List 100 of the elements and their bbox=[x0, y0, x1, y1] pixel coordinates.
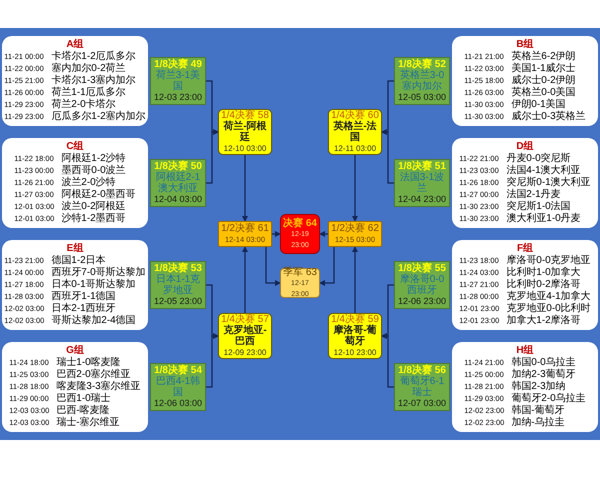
round-title: 1/2决赛 62 bbox=[331, 223, 379, 234]
match-result: 喀麦隆3-3塞尔维亚 bbox=[56, 381, 141, 392]
group-card bbox=[452, 342, 598, 432]
match-score: 日本1-1克罗地亚 bbox=[154, 274, 202, 296]
match-score: 摩洛哥0-0西班牙 bbox=[398, 274, 446, 296]
group-card bbox=[452, 138, 598, 228]
match-result: 克罗地亚4-1加拿大 bbox=[506, 291, 591, 302]
match-date: 12-10 23:00 bbox=[334, 347, 376, 358]
match-score: 葡萄牙6-1瑞士 bbox=[398, 376, 446, 398]
match-date: 12-06 03:00 bbox=[154, 398, 202, 409]
match-result: 日本2-1西班牙 bbox=[51, 303, 116, 314]
arrow bbox=[319, 247, 335, 286]
group-heading: F组 bbox=[516, 243, 534, 254]
match-score: 克罗地亚-巴西 bbox=[222, 325, 268, 347]
match-result: 卡塔尔1-2厄瓜多尔 bbox=[51, 51, 136, 62]
match-box bbox=[150, 159, 206, 207]
match-result: 突尼斯1-0法国 bbox=[506, 201, 571, 212]
match-score: 英格兰3-0塞内加尔 bbox=[398, 70, 446, 92]
group-heading: B组 bbox=[516, 39, 534, 50]
round-title: 1/4决赛 57 bbox=[221, 314, 269, 325]
match-result: 厄瓜多尔1-2塞内加尔 bbox=[51, 111, 146, 123]
group-heading: G组 bbox=[66, 345, 84, 356]
match-result: 突尼斯0-1澳大利亚 bbox=[506, 177, 591, 188]
match-box bbox=[328, 221, 382, 247]
arrow bbox=[319, 231, 328, 237]
match-score: 英格兰-法国 bbox=[332, 121, 378, 143]
arrow bbox=[381, 333, 394, 388]
match-result: 摩洛哥0-0克罗地亚 bbox=[506, 255, 591, 266]
group-card bbox=[2, 240, 148, 330]
round-title: 1/4决赛 60 bbox=[331, 110, 379, 121]
match-result: 比利时0-2摩洛哥 bbox=[506, 279, 581, 290]
arrow bbox=[242, 246, 248, 313]
match-result: 波兰0-2阿根廷 bbox=[61, 201, 126, 212]
match-date: 12-11 03:00 bbox=[334, 143, 376, 154]
match-result: 西班牙7-0哥斯达黎加 bbox=[51, 267, 146, 278]
final-box bbox=[280, 214, 320, 254]
match-result: 法国4-1澳大利亚 bbox=[506, 165, 581, 176]
match-result: 威尔士0-2伊朗 bbox=[511, 75, 576, 86]
match-date: 12-05 23:00 bbox=[154, 296, 202, 307]
match-result: 威尔士0-3英格兰 bbox=[511, 111, 586, 123]
match-result: 葡萄牙2-0乌拉圭 bbox=[511, 393, 586, 404]
match-result: 加纳-乌拉圭 bbox=[511, 417, 565, 429]
match-box bbox=[218, 109, 272, 155]
round-title: 1/4决赛 58 bbox=[221, 110, 269, 121]
match-result: 西班牙1-1德国 bbox=[51, 291, 116, 302]
match-score: 摩洛哥-葡萄牙 bbox=[332, 325, 378, 347]
group-heading: D组 bbox=[516, 141, 534, 152]
match-result: 墨西哥0-0波兰 bbox=[61, 165, 126, 176]
match-result: 荷兰1-1厄瓜多尔 bbox=[51, 87, 126, 98]
match-result: 美国1-1威尔士 bbox=[511, 63, 576, 74]
match-box bbox=[150, 261, 206, 309]
match-result: 阿根廷2-0墨西哥 bbox=[61, 189, 136, 200]
group-card bbox=[2, 36, 148, 126]
match-box bbox=[218, 221, 272, 247]
match-box bbox=[394, 159, 450, 207]
match-result: 瑞士1-0喀麦隆 bbox=[56, 357, 121, 368]
match-score: 荷兰-阿根廷 bbox=[222, 121, 268, 143]
match-date: 12-06 23:00 bbox=[398, 296, 446, 307]
group-heading: H组 bbox=[516, 345, 534, 356]
match-box bbox=[150, 57, 206, 105]
match-score: 荷兰3-1美国 bbox=[154, 70, 202, 92]
match-date: 12-07 03:00 bbox=[398, 398, 446, 409]
match-score: 巴西4-1韩国 bbox=[154, 376, 202, 398]
arrow bbox=[352, 246, 358, 313]
arrow bbox=[381, 129, 394, 184]
match-box bbox=[280, 268, 320, 298]
match-result: 哥斯达黎加2-4德国 bbox=[51, 315, 136, 327]
match-box bbox=[150, 363, 206, 411]
match-result: 巴西2-0塞尔维亚 bbox=[56, 369, 131, 380]
arrow bbox=[206, 333, 219, 388]
round-title: 1/4决赛 59 bbox=[331, 314, 379, 325]
match-result: 波兰2-0沙特 bbox=[61, 177, 116, 188]
match-box bbox=[394, 261, 450, 309]
match-result: 沙特1-2墨西哥 bbox=[61, 213, 126, 225]
arrow bbox=[352, 155, 358, 222]
match-score: 法国3-1波兰 bbox=[398, 172, 446, 194]
group-heading: C组 bbox=[66, 141, 84, 152]
round-title: 1/8决赛 55 bbox=[398, 263, 446, 274]
arrow bbox=[265, 247, 281, 286]
match-score: 阿根廷2-1澳大利亚 bbox=[154, 172, 202, 194]
match-date: 12-10 03:00 bbox=[224, 143, 266, 154]
group-heading: E组 bbox=[66, 243, 84, 255]
match-result: 加拿大1-2摩洛哥 bbox=[506, 315, 581, 327]
match-date: 12-03 23:00 bbox=[154, 92, 202, 103]
match-date: 12-09 23:00 bbox=[224, 347, 266, 358]
match-result: 加纳2-3葡萄牙 bbox=[511, 369, 576, 380]
round-title: 1/8决赛 51 bbox=[398, 161, 446, 172]
match-result: 法国2-1丹麦 bbox=[506, 189, 561, 200]
match-date: 12-05 03:00 bbox=[398, 92, 446, 103]
match-result: 德国1-2日本 bbox=[51, 255, 106, 266]
match-box bbox=[394, 363, 450, 411]
match-result: 韩国0-0乌拉圭 bbox=[511, 357, 576, 368]
group-card bbox=[2, 342, 148, 432]
round-title: 1/8决赛 49 bbox=[154, 59, 202, 70]
match-result: 比利时1-0加拿大 bbox=[506, 267, 581, 278]
match-result: 阿根廷1-2沙特 bbox=[61, 153, 126, 164]
match-result: 丹麦0-0突尼斯 bbox=[506, 153, 571, 164]
round-title: 决赛 64 bbox=[283, 218, 317, 228]
match-result: 荷兰2-0卡塔尔 bbox=[51, 99, 116, 110]
match-result: 克罗地亚0-0比利时 bbox=[506, 303, 591, 314]
